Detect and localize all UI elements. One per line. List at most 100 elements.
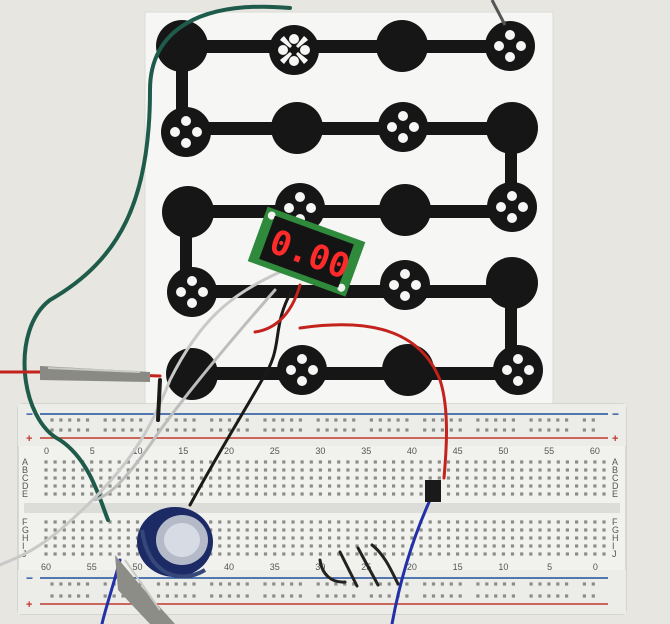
breadboard-hole [483,468,487,472]
rail-hole [325,428,329,432]
breadboard-hole [236,544,240,548]
breadboard-hole [465,460,469,464]
rail-hole [227,418,232,422]
column-number-bottom: 0 [593,562,598,572]
rail-hole [210,594,214,598]
breadboard-hole [282,484,286,488]
breadboard-hole [282,476,286,480]
column-number-bottom: 15 [453,562,463,572]
breadboard-hole [99,468,103,472]
column-number-bottom: 60 [41,562,51,572]
breadboard-hole [236,460,240,464]
breadboard-hole [419,552,423,556]
breadboard-hole [346,536,350,540]
rail-hole [263,428,267,432]
breadboard-hole [108,520,112,524]
breadboard-hole [593,492,597,496]
breadboard-hole [218,484,222,488]
breadboard-hole [501,552,505,556]
breadboard-hole [520,528,524,532]
breadboard-hole [62,552,66,556]
breadboard-hole [71,552,75,556]
column-number-top: 60 [590,446,600,456]
breadboard-hole [575,528,579,532]
breadboard-hole [282,544,286,548]
breadboard-hole [474,536,478,540]
breadboard-hole [145,460,149,464]
breadboard-hole [273,492,277,496]
breadboard-hole [456,552,460,556]
rail-hole [387,428,391,432]
rail-hole [121,594,125,598]
row-letter-right: H [612,533,619,543]
breadboard-hole [90,460,94,464]
breadboard-hole [245,528,249,532]
breadboard-hole [437,552,441,556]
breadboard-hole [456,544,460,548]
breadboard-hole [355,544,359,548]
breadboard-hole [44,528,48,532]
breadboard-hole [71,544,75,548]
breadboard-hole [236,476,240,480]
breadboard-hole [410,468,414,472]
breadboard-hole [90,484,94,488]
breadboard-hole [474,484,478,488]
breadboard-hole [556,528,560,532]
rail-hole [431,594,436,598]
breadboard-hole [53,520,57,524]
breadboard-hole [108,484,112,488]
breadboard-hole [538,484,542,488]
breadboard-hole [245,492,249,496]
breadboard-hole [392,520,396,524]
breadboard-hole [547,476,551,480]
breadboard-hole [456,484,460,488]
breadboard-hole [172,484,176,488]
rail-hole [281,594,285,598]
rail-hole [485,582,489,586]
breadboard-hole [337,536,341,540]
rail-hole [183,594,187,598]
breadboard-hole [483,536,487,540]
rail-hole [343,594,347,598]
rail-hole [458,582,462,586]
breadboard-hole [126,544,130,548]
rail-hole [502,582,507,586]
breadboard-hole [245,520,249,524]
rail-hole [139,418,143,422]
breadboard-hole [209,520,213,524]
breadboard-hole [382,492,387,496]
breadboard-hole [446,528,451,532]
breadboard-hole [483,476,487,480]
breadboard-hole [44,468,48,472]
row-letter-right: B [612,465,618,475]
rail-hole [591,594,595,598]
breadboard-hole [44,476,48,480]
breadboard-hole [328,468,332,472]
breadboard-hole [510,468,515,472]
row-letter-right: F [612,517,618,527]
rail-hole [174,582,178,586]
rail-hole [219,582,223,586]
rail-hole [502,428,507,432]
breadboard-hole [529,468,533,472]
breadboard-hole [529,460,533,464]
breadboard-hole [62,520,66,524]
rail-hole [298,582,302,586]
breadboard-hole [538,476,542,480]
breadboard-hole [465,484,469,488]
breadboard-hole [437,468,441,472]
breadboard-hole [373,552,377,556]
breadboard-hole [328,544,332,548]
breadboard-hole [556,476,560,480]
breadboard-hole [419,468,423,472]
breadboard-hole [108,552,112,556]
breadboard-hole [309,536,313,540]
bottom-minus-label: − [26,571,33,585]
breadboard-hole [199,468,204,472]
breadboard-hole [446,544,451,548]
breadboard-hole [81,552,85,556]
breadboard-hole [190,492,194,496]
breadboard-hole [53,468,57,472]
rail-hole [538,428,542,432]
white-wire-b [93,288,277,502]
